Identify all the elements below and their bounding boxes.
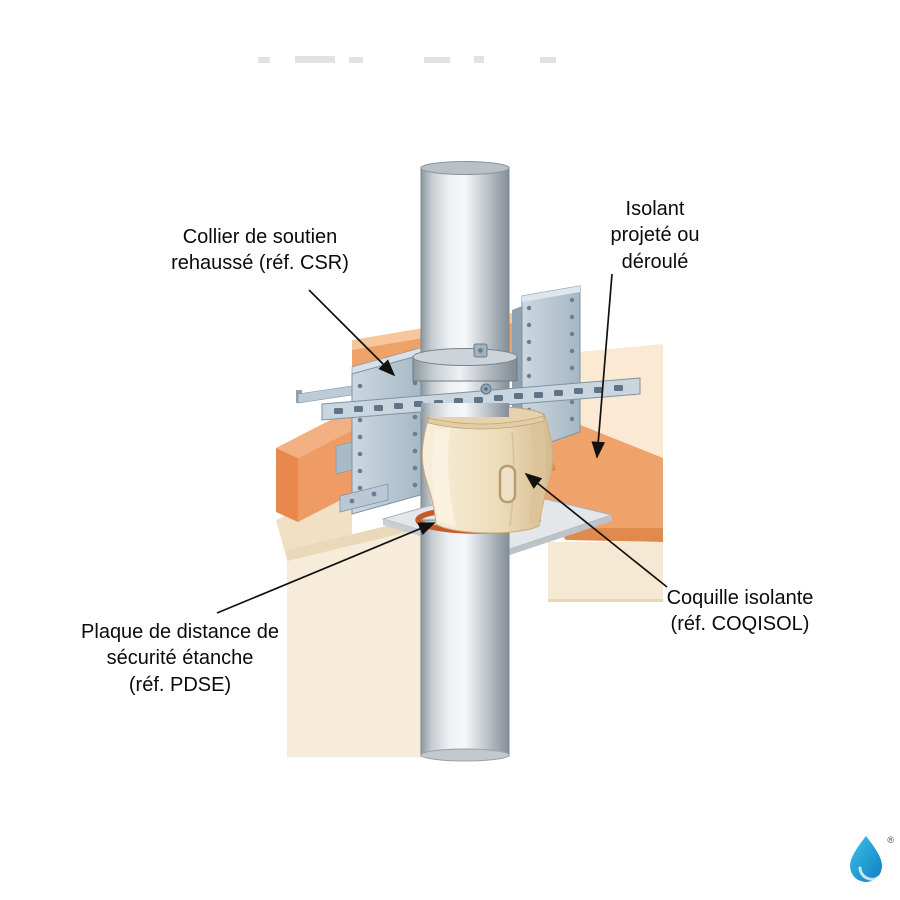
arrow-coquille [524,472,668,588]
label-insulating-shell: Coquille isolante (réf. COQISOL) [666,587,814,636]
callout-arrows [216,273,668,614]
pipe-collar [412,343,518,382]
right-support-plate [512,285,581,456]
arrow-plaque [216,522,436,614]
insulating-shell [421,403,554,534]
label-insulation: Isolant projeté ou déroulé [610,198,700,273]
cropped-watermark-marks [258,56,556,63]
label-support-collar: Collier de soutien rehaussé (réf. CSR) [171,226,349,275]
flue-pipe-lower [420,519,510,762]
label-safety-plate: Plaque de distance de sécurité étanche (… [81,621,279,696]
arrow-collier [308,289,396,377]
water-drop-icon [850,836,882,882]
arrow-isolant [591,273,613,459]
shell-handle [498,464,517,504]
wall-left [276,484,428,757]
registered-mark: ® [887,835,894,845]
brand-logo: ® [838,828,896,886]
